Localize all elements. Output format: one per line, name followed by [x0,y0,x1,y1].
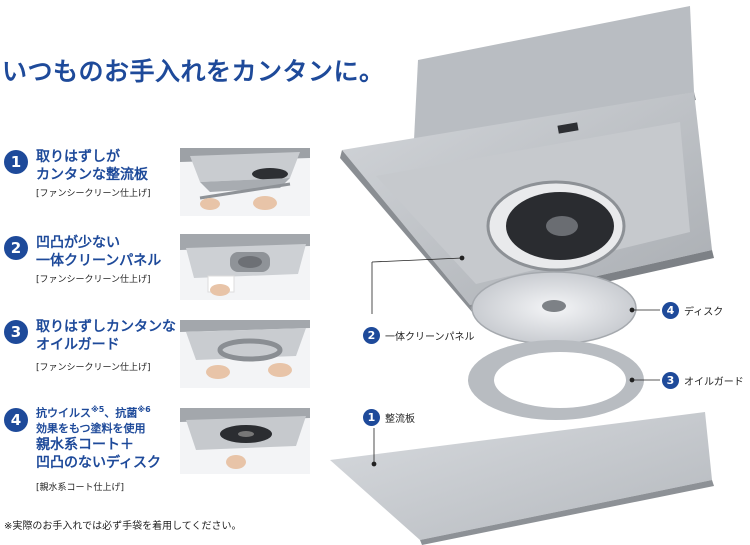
fan-opening [486,180,626,272]
photo-panel-wipe [180,234,310,300]
callout-disk: 4 ディスク [662,302,723,319]
item-subtitle-4: [親水系コート仕上げ] [36,483,125,493]
callout-clean-panel: 2 一体クリーンパネル [363,327,475,344]
range-hood-exploded-illustration [330,6,714,545]
disk-part [471,271,637,345]
photo-baffle-removal [180,148,310,216]
callout-baffle-plate: 1 整流板 [363,409,415,426]
page-headline: いつものお手入れをカンタンに。 [2,57,385,86]
item-title-3: 取りはずしカンタンな オイルガード [36,319,176,353]
item-number-3: 3 [4,320,28,344]
footnote: ※実際のお手入れでは必ず手袋を着用してください。 [4,521,242,532]
callout-oil-guard: 3 オイルガード [662,372,744,389]
item-number-1: 1 [4,150,28,174]
item-subtitle-2: [ファンシークリーン仕上げ] [36,275,151,285]
photo-oil-guard-removal [180,320,310,388]
item-title-2: 凹凸が少ない 一体クリーンパネル [36,235,162,269]
item-subtitle-1: [ファンシークリーン仕上げ] [36,189,151,199]
photo-disk-cleaning [180,408,310,474]
item-subtitle-3: [ファンシークリーン仕上げ] [36,363,151,373]
baffle-plate-part [330,412,714,545]
item-title-4: 抗ウイルス※5、抗菌※6 効果をもつ塗料を使用 親水系コート＋ 凹凸のないディス… [36,405,162,471]
item-title-1: 取りはずしが カンタンな整流板 [36,149,148,183]
item-number-4: 4 [4,408,28,432]
item-number-2: 2 [4,236,28,260]
oil-guard-part [468,340,644,420]
